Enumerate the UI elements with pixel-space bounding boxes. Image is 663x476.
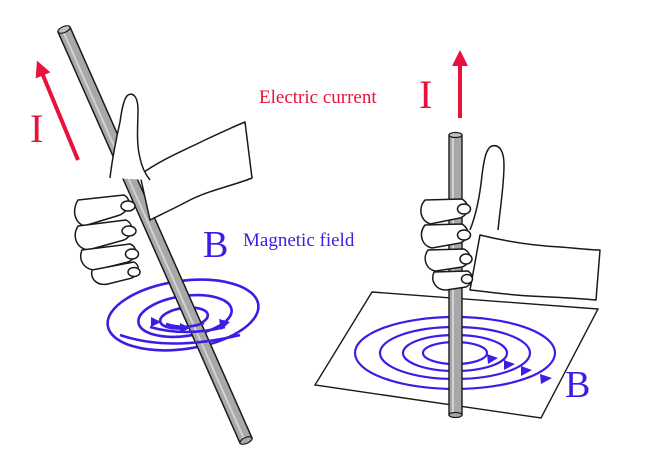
right-panel: Electric current I B — [259, 50, 601, 419]
right-field-symbol: B — [565, 364, 590, 406]
right-current-symbol: I — [419, 72, 432, 117]
right-field-arrowheads — [487, 354, 552, 384]
left-field-label: Magnetic field — [243, 230, 355, 251]
left-field-symbol: B — [203, 224, 228, 266]
left-conductor-rod — [57, 25, 253, 445]
right-current-label: Electric current — [259, 87, 377, 108]
left-current-arrow — [35, 60, 80, 161]
left-panel: I B Magnetic field — [30, 25, 355, 445]
left-field-arrowheads — [151, 317, 230, 333]
right-field-arrowhead-2 — [504, 360, 515, 370]
left-current-symbol: I — [30, 106, 43, 151]
left-field-arrowhead-3 — [219, 319, 230, 330]
left-field-arrowhead-2 — [180, 323, 190, 333]
right-field-arrowhead-1 — [487, 354, 498, 364]
left-hand — [73, 93, 253, 286]
right-field-arrowhead-3 — [521, 366, 532, 376]
right-hand — [420, 144, 601, 301]
right-field-arrowhead-4 — [540, 374, 552, 384]
left-field-arrowhead-1 — [151, 317, 161, 327]
